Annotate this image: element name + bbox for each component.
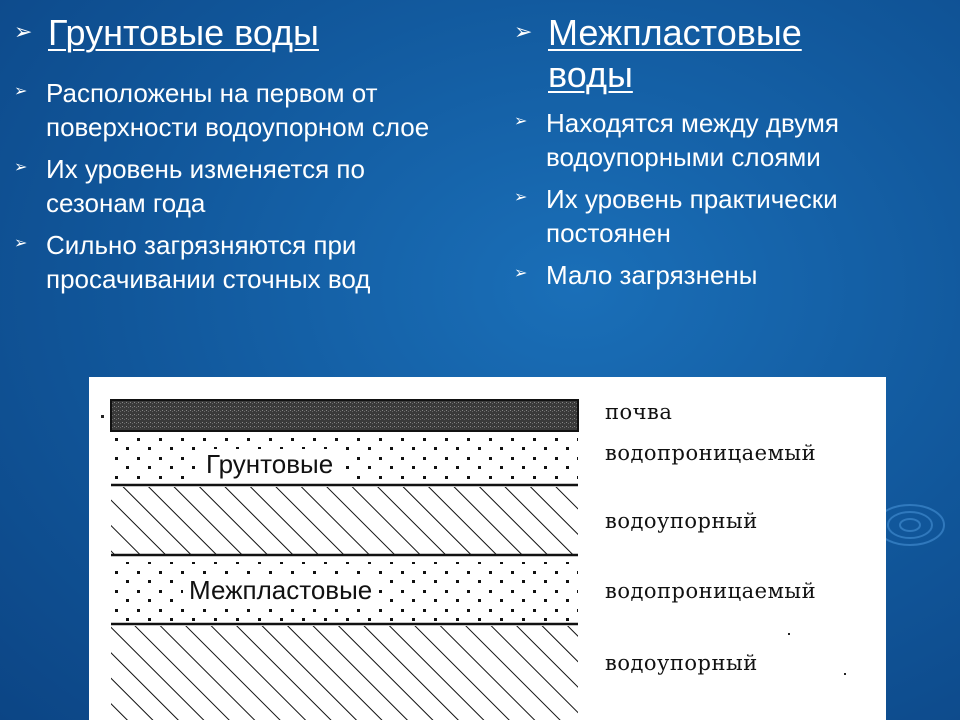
layer-label-permeable: водопроницаемый — [605, 441, 817, 465]
list-item: ➢ Их уровень практически постоянен — [514, 182, 934, 250]
list-item: ➢ Их уровень изменяется по сезонам года — [14, 152, 474, 220]
right-column: ➢ Межпластовые воды ➢ Находятся между дв… — [514, 0, 934, 292]
arrow-bullet-icon: ➢ — [14, 19, 33, 44]
left-heading: ➢ Грунтовые воды — [14, 12, 474, 54]
list-item: ➢ Находятся между двумя водоупорными сло… — [514, 106, 934, 174]
impermeable-layer-upper — [111, 487, 578, 554]
list-item-text: Сильно загрязняются при просачивании сто… — [46, 230, 371, 294]
arrow-bullet-icon: ➢ — [14, 235, 28, 252]
arrow-bullet-icon: ➢ — [514, 189, 528, 206]
right-list: ➢ Находятся между двумя водоупорными сло… — [514, 106, 934, 292]
arrow-bullet-icon: ➢ — [514, 113, 528, 130]
right-heading: ➢ Межпластовые воды — [514, 12, 934, 96]
layer-label-impermeable: водоупорный — [605, 651, 758, 675]
strata-drawing — [101, 399, 846, 720]
list-item-text: Их уровень изменяется по сезонам года — [46, 154, 365, 218]
list-item-text: Мало загрязнены — [546, 260, 758, 290]
arrow-bullet-icon: ➢ — [14, 159, 28, 176]
ripple-decoration — [875, 504, 945, 546]
list-item: ➢ Расположены на первом от поверхности в… — [14, 76, 474, 144]
right-title: Межпластовые воды — [548, 12, 802, 95]
impermeable-layer-lower — [111, 626, 578, 720]
soil-layer — [110, 399, 579, 432]
layer-inner-label-interstratal: Межпластовые — [183, 575, 379, 605]
left-title: Грунтовые воды — [48, 12, 319, 53]
list-item: ➢ Мало загрязнены — [514, 258, 934, 292]
list-item-text: Находятся между двумя водоупорными слоям… — [546, 108, 839, 172]
list-item-text: Расположены на первом от поверхности вод… — [46, 78, 430, 142]
list-item-text: Их уровень практически постоянен — [546, 184, 838, 248]
left-column: ➢ Грунтовые воды ➢ Расположены на первом… — [14, 0, 474, 296]
layer-inner-label-groundwater: Грунтовые — [200, 449, 340, 479]
layer-label-permeable: водопроницаемый — [605, 579, 817, 603]
left-list: ➢ Расположены на первом от поверхности в… — [14, 76, 474, 296]
permeable-layer-upper — [111, 435, 578, 483]
arrow-bullet-icon: ➢ — [514, 19, 533, 44]
layer-label-soil: почва — [605, 400, 673, 424]
list-item: ➢ Сильно загрязняются при просачивании с… — [14, 228, 474, 296]
arrow-bullet-icon: ➢ — [14, 83, 28, 100]
strata-diagram: Грунтовые Межпластовые почва водопроница… — [89, 377, 886, 720]
arrow-bullet-icon: ➢ — [514, 265, 528, 282]
layer-label-impermeable: водоупорный — [605, 509, 758, 533]
